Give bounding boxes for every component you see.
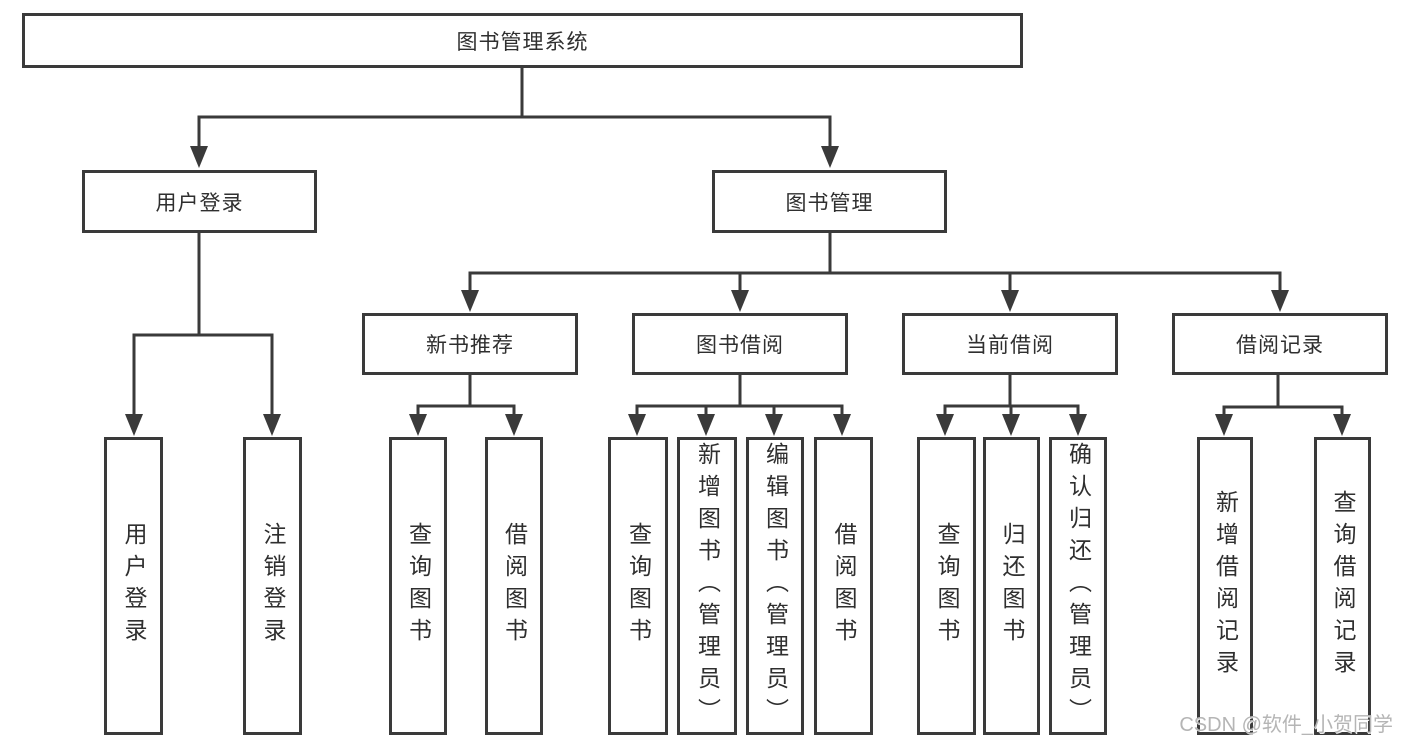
node-label: 新书推荐 <box>426 334 514 357</box>
node-library-management-system: 图书管理系统 <box>22 13 1023 68</box>
leaf-label: 借阅图书 <box>831 522 857 650</box>
node-borrow-records: 借阅记录 <box>1172 313 1388 375</box>
leaf-label: 查询图书 <box>625 522 652 650</box>
node-label: 图书管理系统 <box>456 30 589 54</box>
leaf-add-borrow-record: 新增借阅记录 <box>1197 437 1253 735</box>
node-label: 借阅记录 <box>1236 334 1324 357</box>
leaf-label: 确认归还（管理员） <box>1065 442 1092 730</box>
node-current-borrow: 当前借阅 <box>902 313 1118 375</box>
leaf-label: 用户登录 <box>121 522 147 650</box>
node-user-login: 用户登录 <box>82 170 317 233</box>
leaf-query-borrow-record: 查询借阅记录 <box>1314 437 1371 735</box>
node-book-management: 图书管理 <box>712 170 947 233</box>
leaf-label: 借阅图书 <box>501 522 528 650</box>
leaf-label: 新增借阅记录 <box>1212 490 1239 682</box>
leaf-edit-book-admin: 编辑图书（管理员） <box>746 437 804 735</box>
node-label: 用户登录 <box>155 191 244 215</box>
leaf-query-books-newbook: 查询图书 <box>389 437 447 735</box>
node-label: 图书管理 <box>785 191 874 215</box>
leaf-query-books-borrow: 查询图书 <box>608 437 668 735</box>
leaf-label: 查询借阅记录 <box>1330 490 1356 682</box>
leaf-borrow-books-borrow: 借阅图书 <box>814 437 873 735</box>
leaf-query-books-current: 查询图书 <box>917 437 976 735</box>
leaf-user-login: 用户登录 <box>104 437 163 735</box>
leaf-confirm-return-admin: 确认归还（管理员） <box>1049 437 1107 735</box>
leaf-logout: 注销登录 <box>243 437 302 735</box>
node-label: 图书借阅 <box>696 334 784 357</box>
csdn-watermark: CSDN @软件_小贺同学 <box>1179 714 1393 736</box>
leaf-return-book: 归还图书 <box>983 437 1040 735</box>
leaf-label: 注销登录 <box>260 522 286 650</box>
leaf-label: 编辑图书（管理员） <box>762 442 789 730</box>
node-new-book-recommend: 新书推荐 <box>362 313 578 375</box>
leaf-label: 查询图书 <box>405 522 432 650</box>
leaf-borrow-books-newbook: 借阅图书 <box>485 437 543 735</box>
leaf-add-book-admin: 新增图书（管理员） <box>677 437 737 735</box>
node-book-borrow: 图书借阅 <box>632 313 848 375</box>
leaf-label: 归还图书 <box>999 522 1025 650</box>
leaf-label: 新增图书（管理员） <box>694 442 721 730</box>
leaf-label: 查询图书 <box>934 522 960 650</box>
node-label: 当前借阅 <box>966 334 1054 357</box>
